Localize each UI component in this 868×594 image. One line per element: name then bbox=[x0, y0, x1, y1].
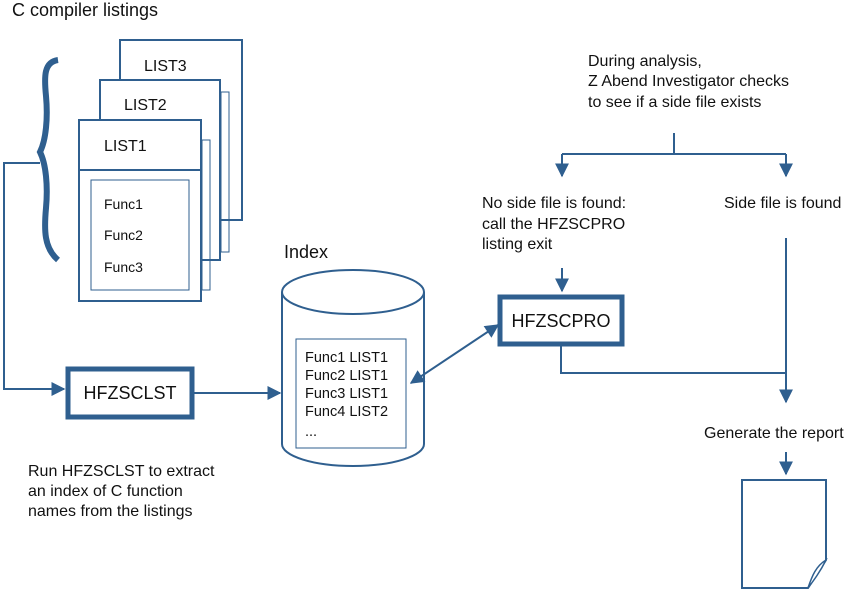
analysis-note-line-3: to see if a side file exists bbox=[588, 94, 761, 111]
analysis-note-line-1: During analysis, bbox=[588, 53, 702, 70]
index-hfzscpro-arrow bbox=[409, 324, 500, 384]
run-note-line-2: an index of C function bbox=[28, 483, 183, 500]
hfzsclst-label: HFZSCLST bbox=[83, 383, 176, 403]
func1-label: Func1 bbox=[104, 196, 143, 212]
index-entry-1: Func1 LIST1 bbox=[305, 350, 388, 366]
run-note-line-3: names from the listings bbox=[28, 503, 193, 520]
no-side-file-line-1: No side file is found: bbox=[482, 195, 626, 212]
hfzscpro-label: HFZSCPRO bbox=[512, 311, 611, 331]
index-cylinder: Func1 LIST1 Func2 LIST1 Func3 LIST1 Func… bbox=[281, 269, 425, 467]
listings-brace bbox=[36, 57, 61, 263]
compiler-listings-title: C compiler listings bbox=[12, 0, 158, 20]
report-document-icon bbox=[741, 479, 828, 589]
index-entry-4: Func4 LIST2 bbox=[305, 404, 388, 420]
list1-page: LIST1 Func1 Func2 Func3 bbox=[78, 119, 211, 302]
list1-label: LIST1 bbox=[104, 138, 147, 155]
hfzscpro-to-report-line bbox=[560, 344, 786, 374]
analysis-note-line-2: Z Abend Investigator checks bbox=[588, 73, 789, 90]
func3-label: Func3 bbox=[104, 259, 143, 275]
hfzscpro-box: HFZSCPRO bbox=[497, 294, 625, 347]
index-title: Index bbox=[284, 242, 328, 262]
generate-report-label: Generate the report bbox=[704, 425, 844, 442]
hfzsclst-box: HFZSCLST bbox=[65, 366, 195, 420]
index-entry-5: ... bbox=[305, 424, 317, 440]
no-side-file-line-2: call the HFZSCPRO bbox=[482, 216, 625, 233]
index-entry-3: Func3 LIST1 bbox=[305, 386, 388, 402]
index-entry-2: Func2 LIST1 bbox=[305, 368, 388, 384]
run-note-line-1: Run HFZSCLST to extract bbox=[28, 463, 215, 480]
list3-label: LIST3 bbox=[144, 58, 187, 75]
side-file-found-label: Side file is found bbox=[724, 195, 841, 212]
brace-to-hfzsclst-line bbox=[3, 162, 66, 396]
no-side-file-line-3: listing exit bbox=[482, 236, 553, 253]
func2-label: Func2 bbox=[104, 227, 143, 243]
list2-label: LIST2 bbox=[124, 97, 167, 114]
